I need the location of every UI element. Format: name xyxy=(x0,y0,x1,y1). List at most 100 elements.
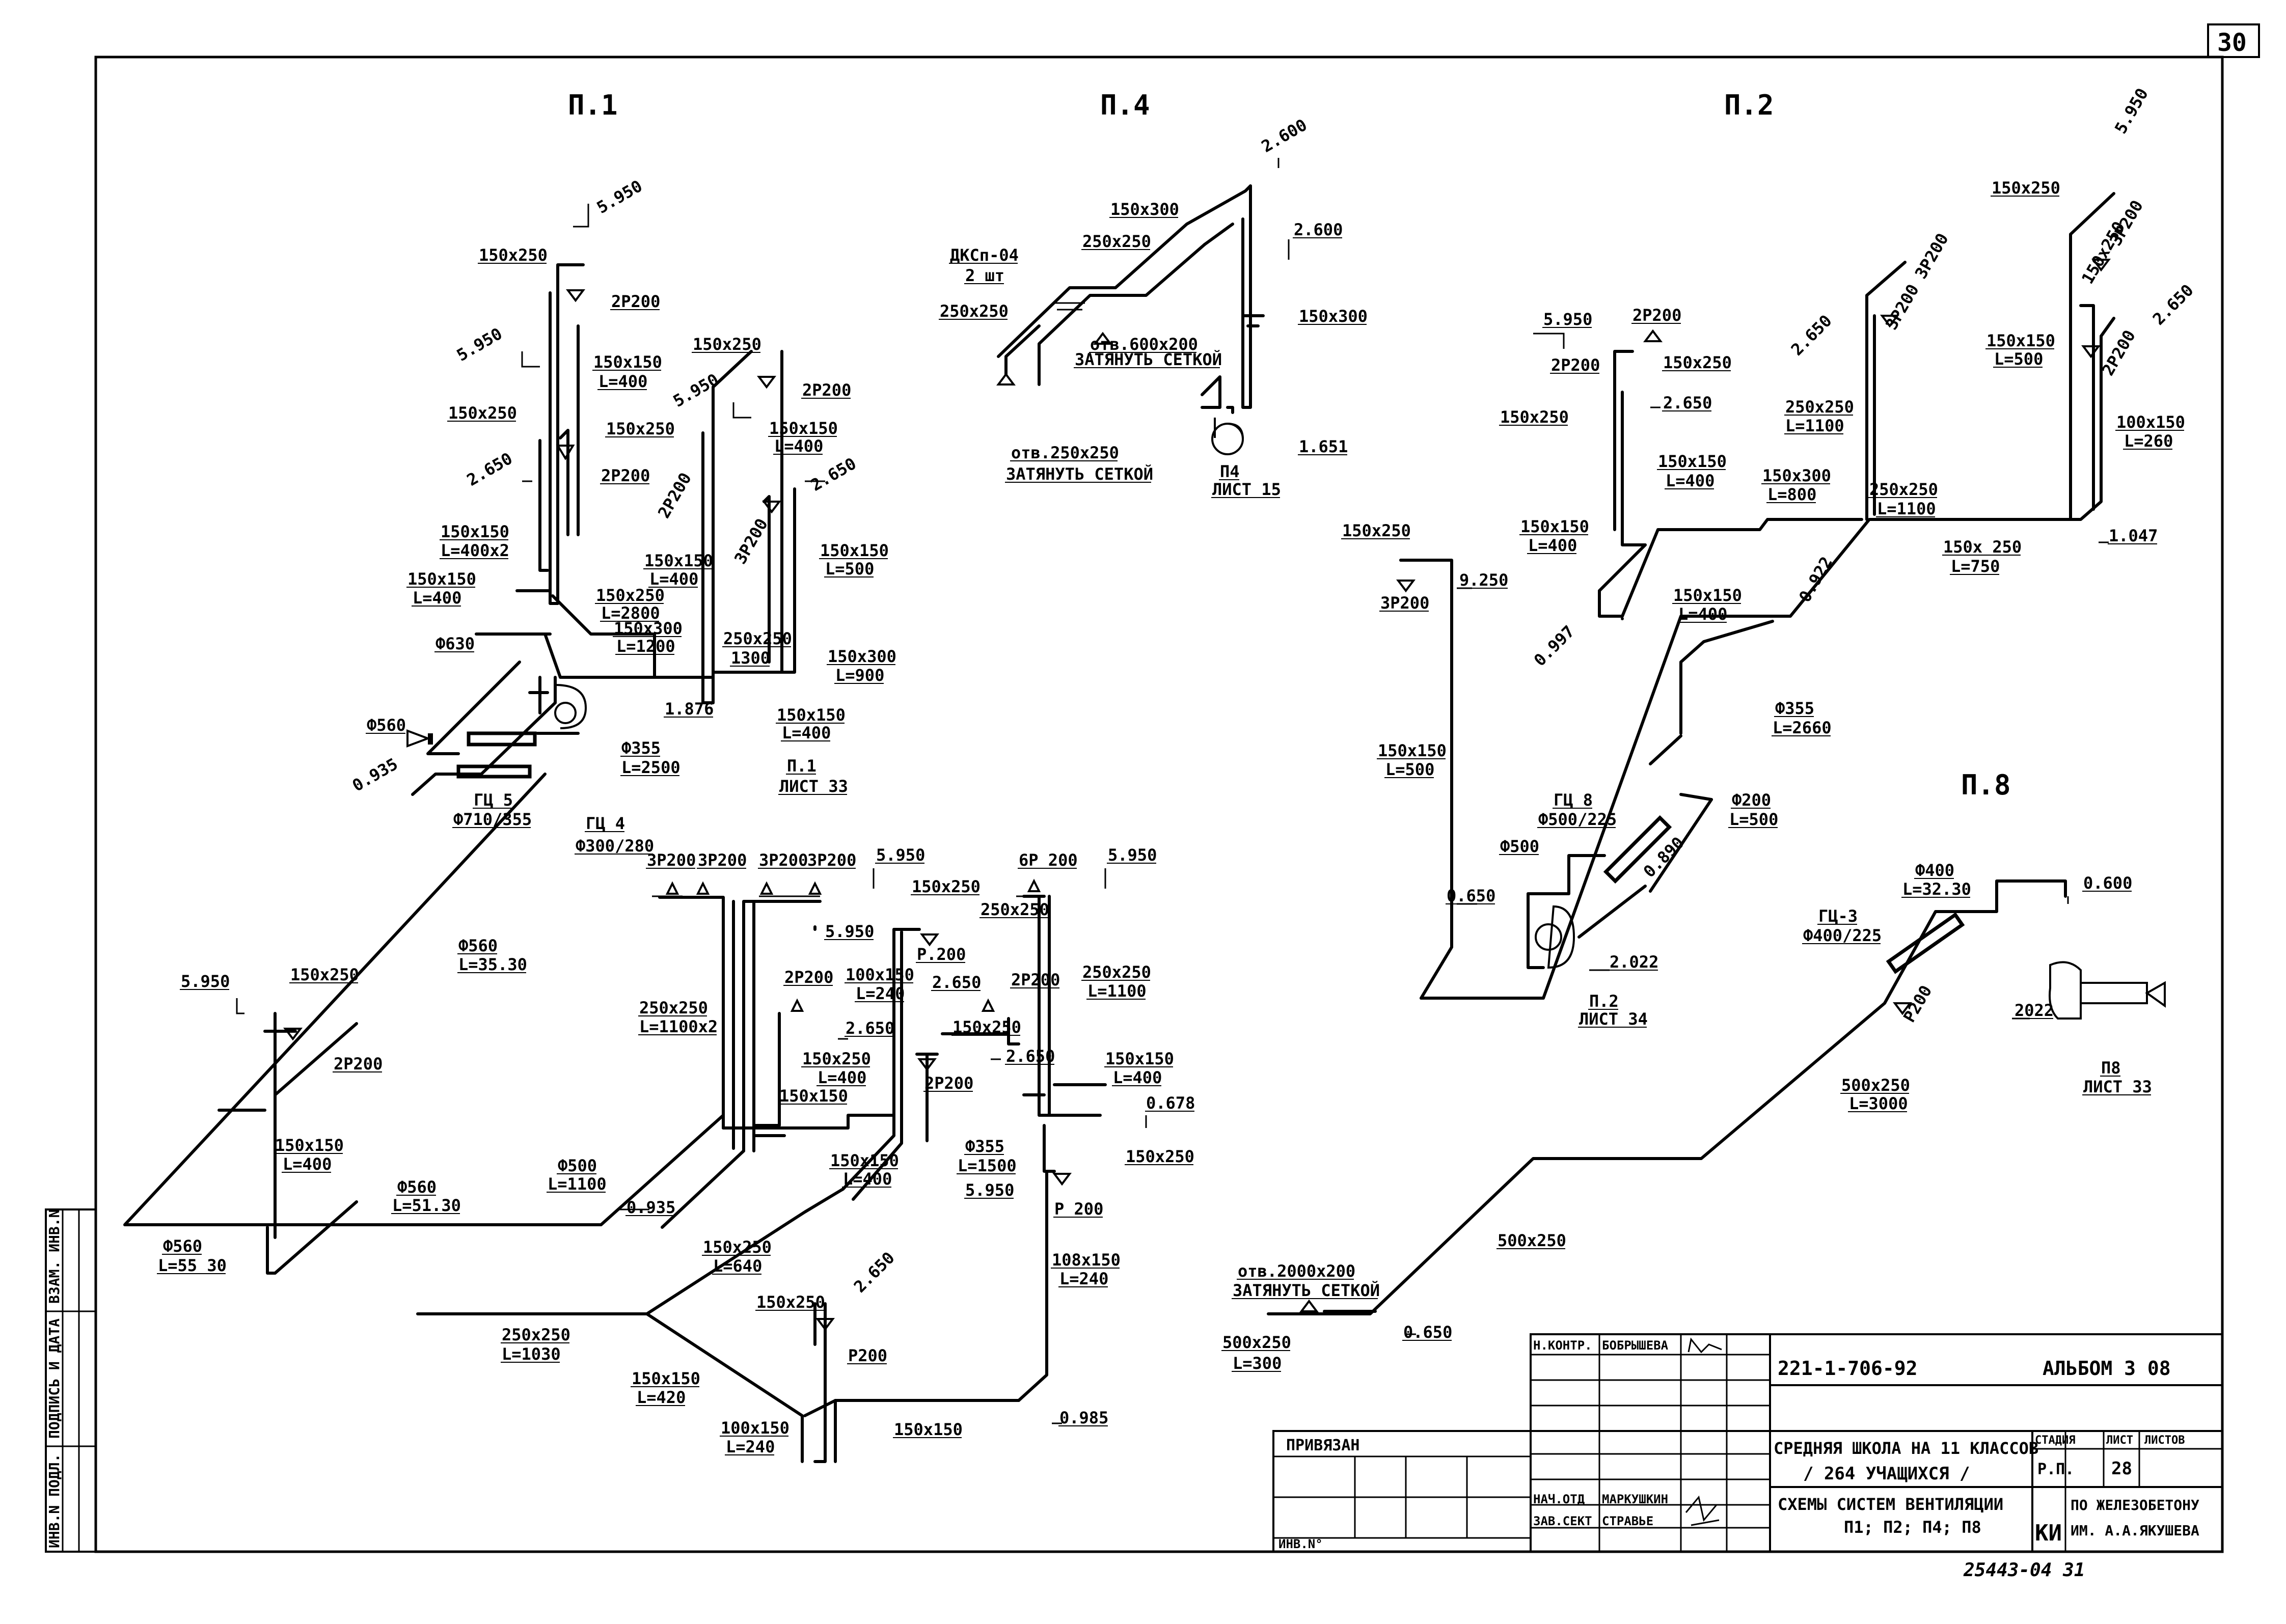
p1-label: Ф500 xyxy=(558,1156,597,1175)
p1-label: 150x300 xyxy=(828,647,896,666)
p1-label: 2.650 xyxy=(1006,1047,1055,1066)
p1-label: 150x150 xyxy=(441,522,509,541)
side-stamp-inv: ИНВ.N ПОДЛ. xyxy=(46,1454,63,1548)
tb-nach-otd-label: НАЧ.ОТД xyxy=(1533,1492,1585,1506)
grille-icon xyxy=(790,998,804,1012)
p1-label: 0.935 xyxy=(627,1198,675,1217)
p2-label: 150x150 xyxy=(1378,741,1447,760)
p4-label: 250x250 xyxy=(1082,232,1151,251)
p2-label: L=400 xyxy=(1528,536,1577,555)
system-title-p4: П.4 xyxy=(1100,89,1150,121)
grille-icon xyxy=(815,1318,835,1331)
p4-label: 2.600 xyxy=(1294,220,1343,239)
p1-label: 150x150 xyxy=(593,352,662,372)
p8-label: Ф400 xyxy=(1915,861,1954,880)
p1-label: 150x250 xyxy=(756,1292,825,1312)
p1-label: 150x150 xyxy=(632,1369,700,1388)
p2-label: 150x150 xyxy=(1986,331,2055,350)
drawing-frame xyxy=(94,56,2224,1553)
grille-icon xyxy=(1052,1173,1072,1186)
p8-label: L=32.30 xyxy=(1902,879,1971,899)
p1-label: 150x150 xyxy=(820,541,889,560)
p2-label: 150x150 xyxy=(1520,517,1589,536)
p1-label: L=2800 xyxy=(601,603,660,623)
p4-label: 1.651 xyxy=(1299,437,1348,456)
p1-label: L=400 xyxy=(1113,1068,1162,1087)
p2-label: 150x150 xyxy=(1673,586,1742,605)
p1-label: Ф630 xyxy=(436,634,475,653)
p1-label: L=400 xyxy=(649,569,698,589)
p1-label: L=1100x2 xyxy=(639,1017,718,1036)
p4-label: 2 шт xyxy=(965,266,1004,285)
p1-label: 2P200 xyxy=(924,1074,973,1093)
p8-label: ЗАТЯНУТЬ СЕТКОЙ xyxy=(1233,1281,1380,1300)
p1-label: L=400x2 xyxy=(441,541,509,560)
p2-label: 2P200 xyxy=(1551,355,1600,375)
p1-label: L=240 xyxy=(726,1437,775,1456)
p2-label: 5.950 xyxy=(1543,310,1592,329)
p2-label: ГЦ 8 xyxy=(1554,790,1593,810)
p2-ductwork xyxy=(1396,192,2115,1000)
p1-label: 2P200 xyxy=(802,380,851,400)
p2-label: L=400 xyxy=(1678,604,1727,624)
p2-label: П.2 xyxy=(1589,992,1619,1011)
signature xyxy=(1685,1495,1720,1526)
p1-label: 150x250 xyxy=(1126,1147,1194,1166)
p4-label: 250x250 xyxy=(940,301,1009,321)
grille-icon xyxy=(665,881,679,895)
p1-label: 0.678 xyxy=(1146,1093,1195,1113)
p8-label: 0.600 xyxy=(2083,873,2132,893)
p1-label: L=1100 xyxy=(548,1174,607,1194)
p1-label: Ф560 xyxy=(163,1236,202,1256)
tb-nach-otd-name: МАРКУШКИН xyxy=(1602,1492,1668,1506)
tb-title-line4: П1; П2; П4; П8 xyxy=(1844,1518,1981,1537)
p1-label: 150x250 xyxy=(290,965,359,984)
p1-label: L=400 xyxy=(843,1169,892,1189)
p1-label: Ф560 xyxy=(458,936,498,955)
grille-icon xyxy=(696,881,710,895)
p1-label: 5.950 xyxy=(825,922,874,941)
p1-label: L=900 xyxy=(835,666,884,685)
p4-ductwork xyxy=(996,184,1265,455)
ref-label: ЛИСТ 33 xyxy=(779,777,848,796)
p1-label: 2P200 xyxy=(1011,970,1060,989)
p1-label: 250x250 xyxy=(502,1325,570,1344)
p2-label: 100x150 xyxy=(2116,412,2185,432)
p1-label: Ф355 xyxy=(965,1137,1004,1156)
p1-label: Ф710/355 xyxy=(453,810,532,829)
signature xyxy=(1688,1337,1722,1354)
p4-label: ЛИСТ 15 xyxy=(1212,480,1281,499)
p2-label: 150x150 xyxy=(1658,452,1727,471)
p2-label: Ф500 xyxy=(1500,837,1539,856)
p1-label: L=400 xyxy=(598,372,647,391)
p1-label: 2.650 xyxy=(932,973,981,992)
p1-label: Ф560 xyxy=(397,1177,437,1197)
grille-icon xyxy=(920,933,939,947)
tb-org-prefix: КИ xyxy=(2035,1520,2062,1546)
p1-label: 3P200 xyxy=(807,850,856,870)
p1-fittings xyxy=(283,289,1072,1331)
p8-label: Ф400/225 xyxy=(1803,926,1882,945)
grille-icon xyxy=(1027,878,1041,892)
p8-ductwork xyxy=(1267,879,2166,1315)
grille-icon xyxy=(1396,580,1416,593)
p1-label: 2.650 xyxy=(846,1019,894,1038)
system-title-p8: П.8 xyxy=(1961,769,2011,801)
p2-label: ЛИСТ 34 xyxy=(1579,1009,1648,1029)
p1-label: 100x150 xyxy=(721,1418,790,1438)
p8-label: 500x250 xyxy=(1222,1333,1291,1352)
p2-label: 3P200 xyxy=(1380,593,1429,613)
p1-label: L=1500 xyxy=(958,1156,1017,1175)
p2-label: 250x250 xyxy=(1869,480,1938,499)
p1-label: 250x250 xyxy=(1082,962,1151,982)
sheet-number-box xyxy=(2207,23,2260,58)
p1-label: L=35.30 xyxy=(458,955,527,974)
p1-label: 6P 200 xyxy=(1019,850,1078,870)
p1-label: L=400 xyxy=(413,588,461,608)
p1-label: L=400 xyxy=(782,723,831,742)
p1-label: 250x250 xyxy=(981,900,1049,919)
p2-label: L=400 xyxy=(1666,471,1715,490)
